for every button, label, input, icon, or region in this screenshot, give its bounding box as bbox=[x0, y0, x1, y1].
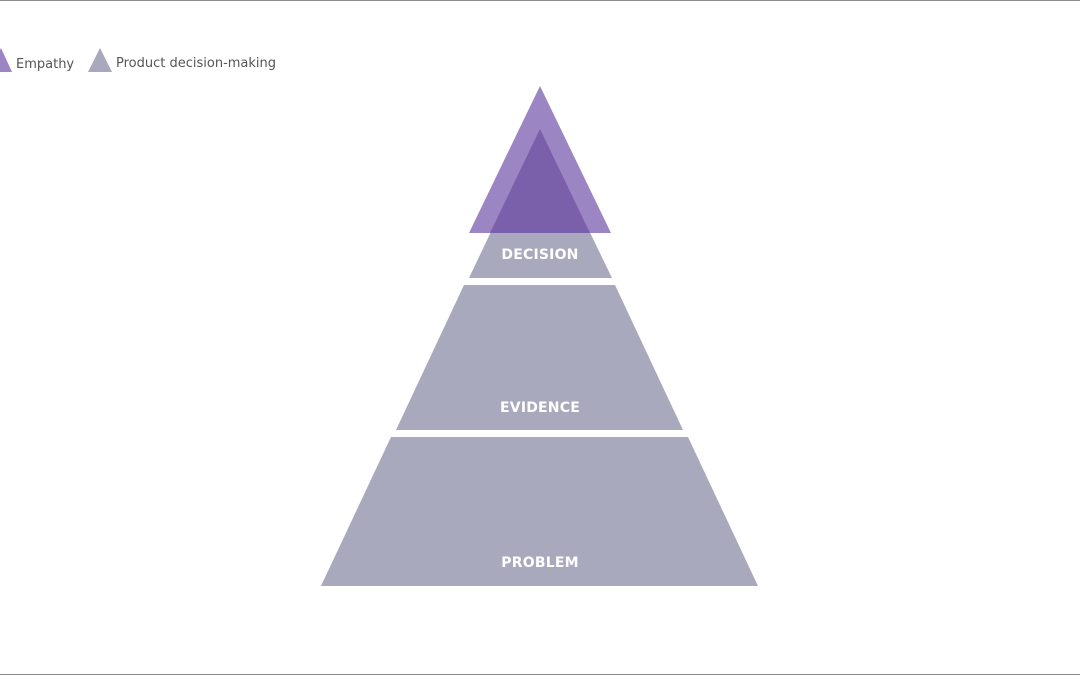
legend-item-empathy: Empathy bbox=[0, 48, 74, 72]
pyramid: DECISION EVIDENCE PROBLEM bbox=[321, 86, 758, 586]
legend-label-empathy: Empathy bbox=[16, 57, 74, 72]
pyramid-tier-problem bbox=[321, 437, 758, 586]
legend: Empathy Product decision-making bbox=[0, 48, 276, 72]
product-decision-triangle-icon bbox=[88, 48, 112, 72]
legend-item-product-decision-making: Product decision-making bbox=[88, 48, 276, 72]
tier-label-problem: PROBLEM bbox=[501, 555, 578, 571]
legend-label-product-decision-making: Product decision-making bbox=[116, 56, 276, 71]
tier-label-decision: DECISION bbox=[501, 247, 578, 263]
empathy-overlap-region bbox=[490, 129, 590, 233]
empathy-triangle-icon bbox=[0, 48, 12, 72]
tier-label-evidence: EVIDENCE bbox=[500, 400, 580, 416]
pyramid-tier-evidence bbox=[396, 285, 683, 430]
